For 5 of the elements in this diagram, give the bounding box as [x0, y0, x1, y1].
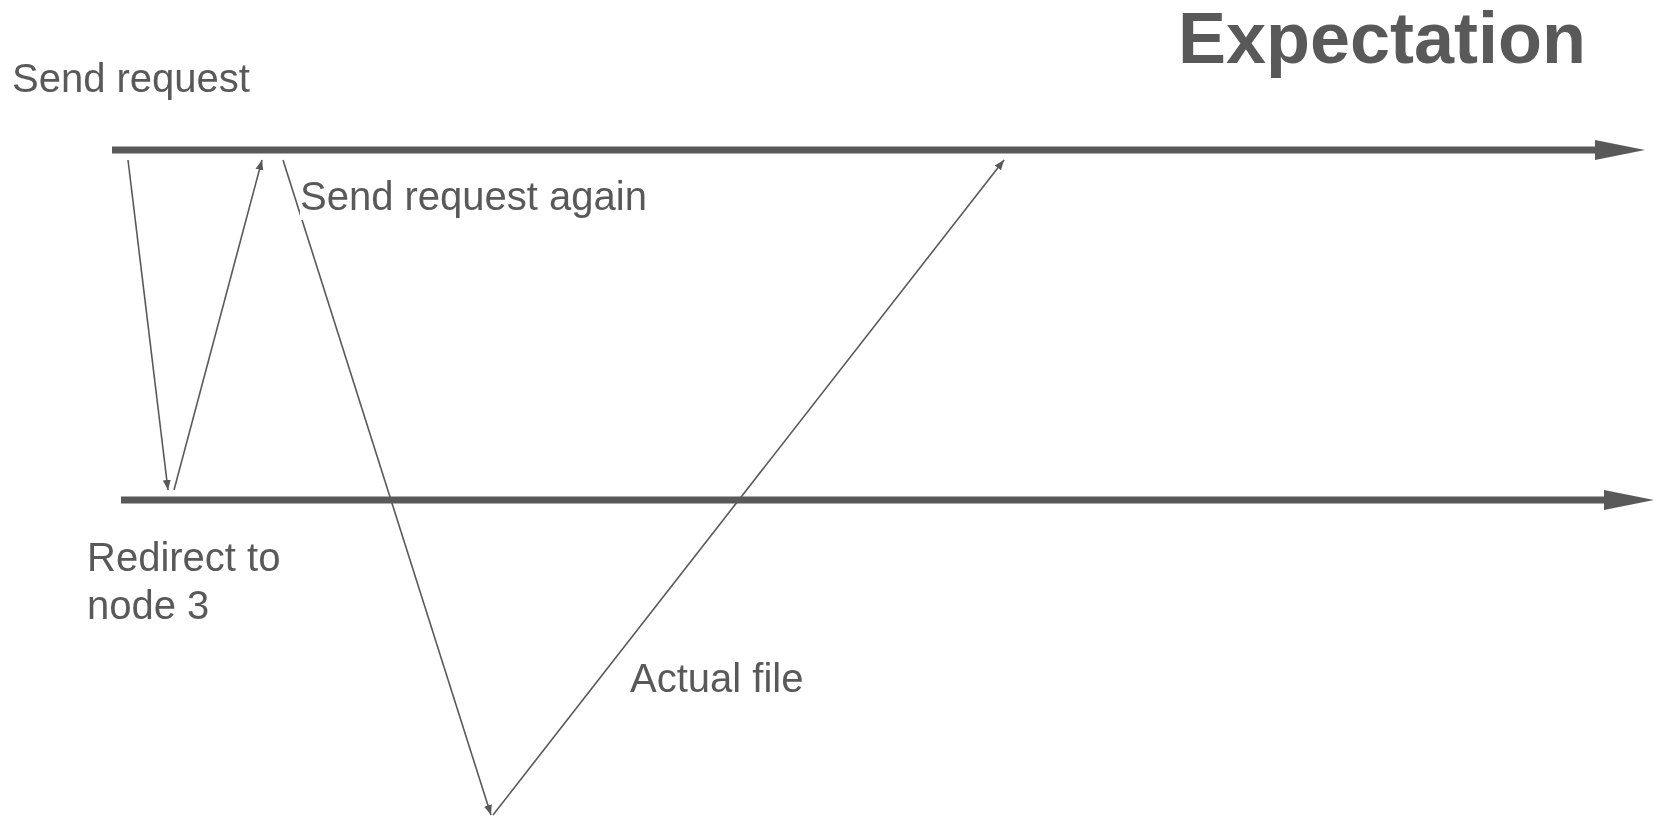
arrow: [127, 159, 171, 491]
arrow: [173, 159, 264, 491]
arrow: [492, 159, 1005, 816]
arrow: [282, 159, 492, 816]
title: Expectation: [1177, 0, 1586, 78]
